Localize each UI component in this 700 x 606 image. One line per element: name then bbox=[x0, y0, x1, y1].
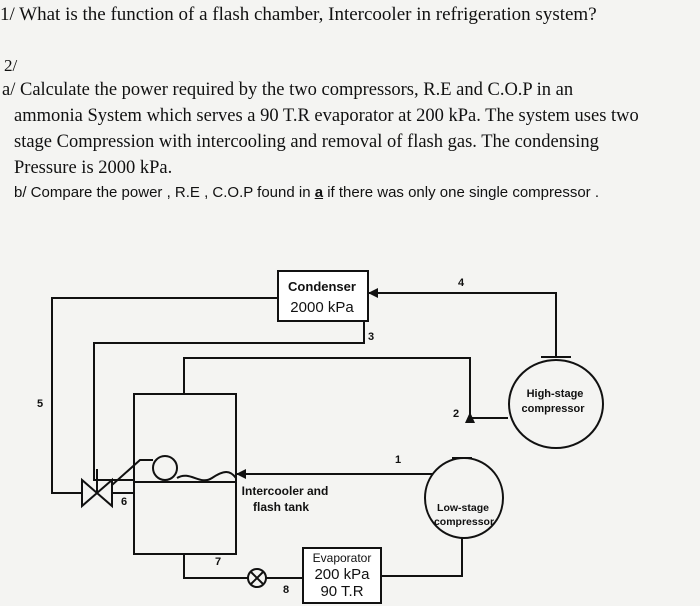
state-point-4: 4 bbox=[458, 277, 465, 289]
question-2-number: 2/ bbox=[4, 56, 18, 75]
liquid-line-5 bbox=[51, 297, 278, 494]
expansion-valve-right-half bbox=[95, 477, 113, 509]
evaporator-pressure: 200 kPa bbox=[314, 566, 370, 583]
intercooler-label-1: Intercooler and bbox=[242, 484, 329, 498]
expansion-valve-left-half bbox=[81, 477, 99, 509]
line-3 bbox=[93, 321, 365, 481]
flow-arrow-2 bbox=[465, 412, 475, 423]
high-stage-label-1: High-stage bbox=[527, 388, 584, 400]
liquid-surface bbox=[176, 471, 237, 482]
evaporator-box bbox=[302, 547, 382, 604]
intercooler-label-2: flash tank bbox=[253, 500, 309, 514]
evaporator-label: Evaporator bbox=[313, 551, 372, 565]
state-point-1: 1 bbox=[395, 454, 401, 466]
float-ball bbox=[152, 455, 178, 481]
condenser-label: Condenser bbox=[288, 279, 356, 294]
question-2a-line-4: Pressure is 2000 kPa. bbox=[14, 158, 173, 178]
low-stage-compressor bbox=[424, 457, 504, 539]
question-2a-line-3: stage Compression with intercooling and … bbox=[14, 132, 599, 152]
high-stage-label-2: compressor bbox=[522, 403, 586, 415]
state-point-6: 6 bbox=[121, 496, 127, 508]
condenser-pressure: 2000 kPa bbox=[290, 299, 354, 316]
low-stage-label-1: Low-stage bbox=[437, 502, 489, 514]
high-stage-compressor bbox=[508, 359, 604, 449]
question-2a-line-1: a/ Calculate the power required by the t… bbox=[2, 80, 574, 100]
question-1: 1/ What is the function of a flash chamb… bbox=[0, 4, 597, 25]
low-stage-label-2: compressor bbox=[434, 516, 494, 528]
discharge-line-4 bbox=[368, 292, 557, 357]
suction-line-2 bbox=[183, 357, 508, 419]
question-2b-prefix: b/ Compare the power , R.E , C.O.P found… bbox=[14, 184, 315, 201]
state-point-7: 7 bbox=[215, 556, 221, 568]
state-point-3: 3 bbox=[368, 331, 374, 343]
float-arm bbox=[111, 459, 153, 486]
expansion-valve-2-cross bbox=[250, 571, 264, 585]
suction-line-low bbox=[380, 535, 463, 577]
flow-arrow-4 bbox=[368, 288, 378, 298]
evaporator-capacity: 90 T.R bbox=[320, 583, 363, 600]
question-2b: b/ Compare the power , R.E , C.O.P found… bbox=[14, 184, 599, 201]
state-point-8: 8 bbox=[283, 584, 289, 596]
state-point-5: 5 bbox=[37, 398, 43, 410]
state-point-2: 2 bbox=[453, 408, 459, 420]
discharge-line-1 bbox=[236, 458, 463, 475]
question-2b-suffix: if there was only one single compressor … bbox=[323, 184, 600, 201]
line-7 bbox=[183, 555, 248, 579]
condenser-box bbox=[277, 270, 369, 322]
question-2a-line-2: ammonia System which serves a 90 T.R eva… bbox=[14, 106, 639, 126]
flow-arrow-1 bbox=[236, 469, 246, 479]
question-2b-ref: a bbox=[314, 184, 324, 201]
